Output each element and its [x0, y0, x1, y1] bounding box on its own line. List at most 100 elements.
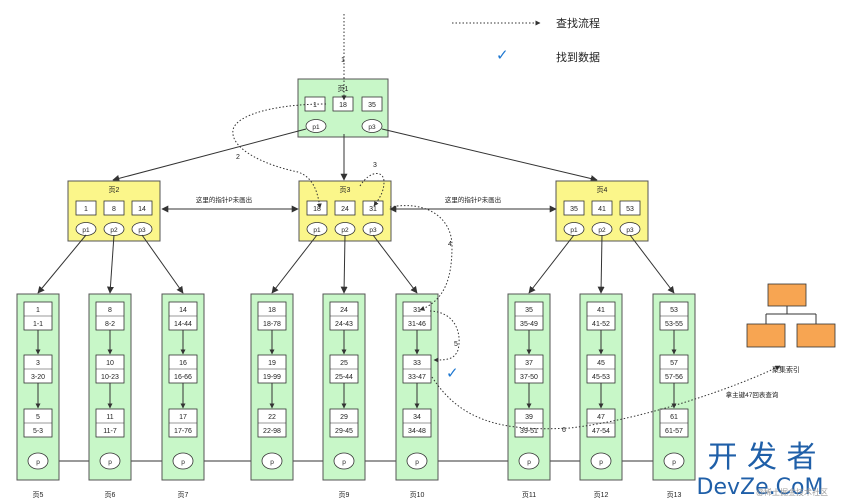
leaf-record-key: 29 [340, 414, 348, 421]
search-flow-legend-label: 查找流程 [556, 16, 600, 30]
leaf-record-value: 10-23 [101, 374, 119, 381]
clustered-index-label: 聚集索引 [772, 365, 800, 374]
step-numbers: 1 2 3 4 5 6 [236, 57, 566, 434]
leaf-record-key: 45 [597, 360, 605, 367]
leaf-pointer-label: p [36, 459, 40, 466]
watermark-domain: DevZe.CoM [697, 475, 824, 500]
leaf-page-label: 页10 [410, 491, 425, 499]
leaf-record-value: 25-44 [335, 374, 353, 381]
leaf-record-key: 53 [670, 307, 678, 314]
edge-arrow [381, 128, 598, 182]
internal-pointer-label: p1 [570, 227, 578, 234]
internal-key: 35 [570, 206, 578, 213]
leaf-pointer [99, 452, 121, 470]
leaf-pointer [172, 452, 194, 470]
root-node: 页1 1 18 35 p1 p3 [297, 78, 389, 138]
leaf-record-value: 33-47 [408, 374, 426, 381]
leaf-record-key: 18 [268, 307, 276, 314]
edge-arrow [372, 234, 418, 294]
leaf-record-key: 31 [413, 307, 421, 314]
leaf-record-key: 1 [36, 307, 40, 314]
leaf-pointer [406, 452, 428, 470]
leaf-record-value: 47-54 [592, 428, 610, 435]
leaf-record-value: 57-56 [665, 374, 683, 381]
step-number: 6 [562, 427, 566, 434]
internal-key-box [103, 200, 125, 216]
leaf-record-key: 61 [670, 414, 678, 421]
leaf-record-value: 5-3 [33, 428, 43, 435]
internal-pointer-label: p3 [626, 227, 634, 234]
root-key: 18 [339, 102, 347, 109]
leaf-record-key: 41 [597, 307, 605, 314]
leaf-pointer-label: p [599, 459, 603, 466]
leaf-record-key: 25 [340, 360, 348, 367]
leaf-pointer [663, 452, 685, 470]
leaf-pointer [261, 452, 283, 470]
internal-page-label: 页4 [597, 186, 608, 194]
step-number: 3 [373, 162, 377, 169]
leaf-pointer [590, 452, 612, 470]
internal-pointer-label: p2 [110, 227, 118, 234]
leaf-page-label: 页13 [667, 491, 682, 499]
leaf-record-value: 14-44 [174, 321, 192, 328]
left-pointer-note: 这里的指针P未画出 [196, 195, 252, 204]
internal-pointer-label: p2 [341, 227, 349, 234]
leaf-record-key: 10 [106, 360, 114, 367]
edge-arrow [271, 234, 318, 294]
leaf-record-value: 18-78 [263, 321, 281, 328]
root-page-label: 页1 [338, 85, 349, 93]
leaf-record-key: 37 [525, 360, 533, 367]
internal-key: 41 [598, 206, 606, 213]
leaf-record-key: 39 [525, 414, 533, 421]
leaf-record-value: 11-7 [103, 428, 117, 435]
search-step-3 [359, 173, 385, 207]
edge-arrow [37, 234, 87, 294]
internal-key-box [131, 200, 153, 216]
internal-key: 31 [369, 206, 377, 213]
edge-arrow [597, 234, 605, 294]
edge-arrow [340, 234, 348, 294]
check-icon: ✓ [496, 47, 509, 64]
leaf-pointer-label: p [108, 459, 112, 466]
root-pointer [305, 119, 327, 133]
leaf-page-label: 页12 [594, 491, 609, 499]
leaf-page-label: 页5 [33, 491, 44, 499]
leaf-record-value: 16-66 [174, 374, 192, 381]
leaf-page-label: 页11 [522, 491, 536, 499]
leaf-record-value: 45-53 [592, 374, 610, 381]
internal-key: 1 [84, 206, 88, 213]
leaf-layer: 11-133-2055-3p页588-21010-231111-7p页61414… [16, 293, 696, 499]
search-step-5 [429, 310, 460, 363]
found-data-legend-label: 找到数据 [556, 50, 600, 64]
leaf-record-key: 19 [268, 360, 276, 367]
search-step-2 [232, 103, 327, 209]
internal-key-box [619, 200, 641, 216]
leaf-record-key: 33 [413, 360, 421, 367]
internal-key: 53 [626, 206, 634, 213]
leaf-record-value: 37-50 [520, 374, 538, 381]
legend: 查找流程 ✓ 找到数据 [452, 16, 600, 64]
edge-arrow [112, 128, 307, 182]
internal-key: 24 [341, 206, 349, 213]
leaf-record-value: 29-45 [335, 428, 353, 435]
search-path [232, 14, 781, 430]
leaf-record-key: 3 [36, 360, 40, 367]
leaf-pointer-label: p [415, 459, 419, 466]
edge-arrow [629, 234, 675, 294]
sibling-links: 这里的指针P未画出 这里的指针P未画出 [161, 195, 557, 213]
index-tree-connector [765, 306, 817, 324]
leaf-record-value: 61-57 [665, 428, 683, 435]
leaf-pointer-label: p [181, 459, 185, 466]
leaf-record-value: 53-55 [665, 321, 683, 328]
leaf-pointer-label: p [270, 459, 274, 466]
leaf-pointer-label: p [342, 459, 346, 466]
